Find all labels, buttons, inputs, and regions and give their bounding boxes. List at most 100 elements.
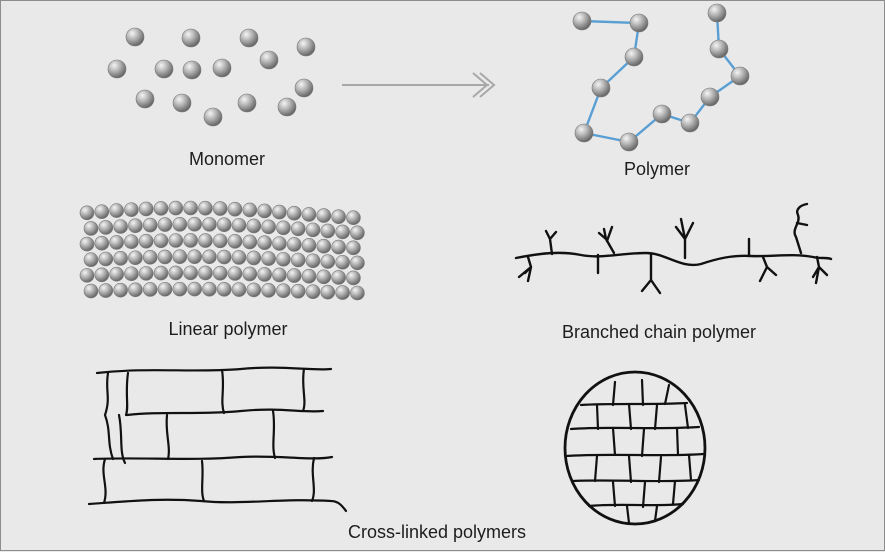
linear-polymer-bead bbox=[198, 200, 213, 216]
crosslinked-sphere bbox=[563, 370, 707, 526]
linear-polymer-bead bbox=[212, 233, 228, 249]
label-crosslinked-polymers: Cross-linked polymers bbox=[347, 522, 527, 542]
linear-polymer-bead bbox=[257, 267, 272, 282]
branched-backbone bbox=[514, 251, 833, 267]
linear-polymer-bead bbox=[142, 217, 158, 233]
linear-polymer-bead bbox=[183, 200, 198, 216]
monomer-bead bbox=[107, 59, 127, 79]
linear-polymer-bead bbox=[187, 216, 202, 232]
linear-polymer-bead bbox=[83, 283, 99, 299]
monomer-bead bbox=[182, 60, 202, 80]
polymer-bead bbox=[707, 3, 727, 23]
linear-polymer-bead bbox=[242, 202, 258, 218]
linear-polymer-bead bbox=[290, 283, 306, 299]
linear-polymer-bead bbox=[124, 202, 139, 217]
linear-polymer-bead bbox=[113, 219, 128, 234]
linear-polymer-bead bbox=[305, 222, 321, 238]
polymer-bead bbox=[619, 132, 639, 152]
polymer-bead bbox=[700, 87, 720, 107]
linear-polymer-bead bbox=[128, 250, 143, 266]
linear-polymer-bead bbox=[168, 265, 184, 281]
linear-polymer-bead bbox=[331, 209, 346, 225]
reaction-arrow bbox=[342, 72, 496, 98]
linear-polymer-bead bbox=[202, 217, 217, 232]
linear-polymer-bead bbox=[305, 284, 321, 299]
polymer-bead bbox=[574, 123, 594, 143]
linear-polymer-bead bbox=[346, 210, 361, 226]
linear-polymer-bead bbox=[94, 235, 110, 251]
label-polymer: Polymer bbox=[623, 159, 691, 179]
linear-polymer-bead bbox=[286, 268, 302, 283]
linear-polymer-bead bbox=[276, 283, 291, 299]
monomer-bead bbox=[212, 58, 232, 78]
monomer-bead bbox=[237, 93, 257, 113]
linear-polymer-bead bbox=[350, 225, 365, 241]
linear-polymer-bead bbox=[172, 216, 188, 232]
monomer-bead bbox=[125, 27, 145, 47]
linear-polymer-bead bbox=[142, 282, 158, 297]
linear-polymer-bead bbox=[272, 236, 287, 251]
monomer-bead bbox=[203, 107, 223, 127]
linear-polymer-bead bbox=[212, 201, 228, 216]
linear-polymer-bead bbox=[202, 249, 217, 265]
linear-polymer-bead bbox=[316, 208, 332, 223]
linear-polymer-bead bbox=[246, 250, 262, 266]
linear-polymer-bead bbox=[98, 220, 114, 235]
polymer-bead bbox=[572, 11, 592, 31]
linear-polymer-bead bbox=[346, 240, 361, 256]
polymer-chain bbox=[572, 3, 750, 152]
linear-polymer-bead bbox=[138, 201, 154, 217]
linear-polymer-bead bbox=[290, 252, 306, 268]
linear-polymer-bead bbox=[183, 233, 198, 248]
linear-polymer-strands bbox=[79, 200, 365, 301]
monomer-bead bbox=[181, 28, 201, 48]
monomer-bead bbox=[239, 28, 259, 48]
linear-polymer-bead bbox=[138, 266, 154, 281]
linear-polymer-bead bbox=[320, 254, 336, 269]
linear-polymer-bead bbox=[335, 285, 350, 300]
linear-polymer-bead bbox=[157, 217, 173, 232]
linear-polymer-bead bbox=[216, 282, 232, 297]
linear-polymer-bead bbox=[316, 238, 332, 254]
linear-polymer-bead bbox=[246, 218, 262, 234]
linear-polymer-bead bbox=[142, 249, 158, 265]
linear-polymer-bead bbox=[172, 249, 188, 265]
monomer-bead bbox=[154, 59, 174, 79]
linear-polymer-bead bbox=[198, 233, 213, 248]
monomer-bead bbox=[296, 37, 316, 57]
linear-polymer-bead bbox=[168, 200, 184, 216]
linear-polymer-bead bbox=[157, 249, 173, 265]
linear-polymer-bead bbox=[79, 205, 95, 221]
linear-polymer-bead bbox=[346, 270, 361, 286]
monomer-bead bbox=[259, 50, 279, 70]
crosslinked-network bbox=[87, 366, 348, 513]
linear-polymer-bead bbox=[98, 251, 114, 267]
linear-polymer-bead bbox=[331, 270, 346, 285]
polymer-bead bbox=[629, 13, 649, 33]
linear-polymer-bead bbox=[261, 282, 276, 298]
linear-polymer-bead bbox=[172, 281, 188, 297]
linear-polymer-bead bbox=[335, 254, 350, 270]
linear-polymer-bead bbox=[109, 235, 124, 250]
linear-polymer-bead bbox=[227, 266, 243, 281]
linear-polymer-bead bbox=[286, 205, 302, 221]
monomer-beads bbox=[107, 27, 316, 127]
linear-polymer-bead bbox=[216, 249, 232, 265]
label-branched-polymer: Branched chain polymer bbox=[561, 322, 757, 342]
linear-polymer-bead bbox=[212, 265, 228, 281]
linear-polymer-bead bbox=[98, 283, 114, 298]
linear-polymer-bead bbox=[257, 203, 272, 219]
linear-polymer-bead bbox=[168, 233, 184, 248]
linear-polymer-bead bbox=[128, 218, 143, 234]
linear-polymer-bead bbox=[305, 253, 321, 269]
monomer-bead bbox=[277, 97, 297, 117]
linear-polymer-bead bbox=[320, 223, 336, 239]
linear-polymer-bead bbox=[94, 204, 110, 219]
monomer-bead bbox=[135, 89, 155, 109]
linear-polymer-bead bbox=[153, 233, 169, 249]
label-monomer: Monomer bbox=[188, 149, 266, 169]
linear-polymer-bead bbox=[183, 265, 198, 281]
polymer-bead bbox=[591, 78, 611, 98]
